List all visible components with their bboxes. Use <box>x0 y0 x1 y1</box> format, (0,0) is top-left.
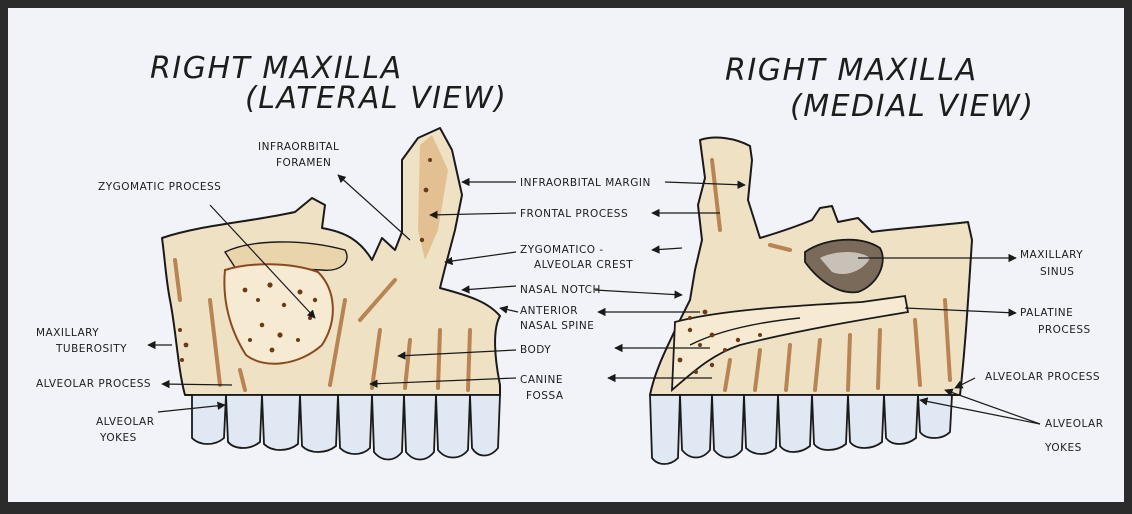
label-maxillary-tuberosity-line1: MAXILLARY <box>36 327 99 339</box>
label-alveolar-process-right: ALVEOLAR PROCESS <box>985 371 1100 383</box>
label-zygomatico-alveolar-line2: ALVEOLAR CREST <box>534 259 633 271</box>
label-canine-fossa-line2: FOSSA <box>526 390 564 402</box>
left-title-line2: (LATERAL VIEW) <box>245 81 507 116</box>
label-anterior-nasal-spine-line2: NASAL SPINE <box>520 320 594 332</box>
label-body: BODY <box>520 344 551 356</box>
label-maxillary-tuberosity-line2: TUBEROSITY <box>55 343 127 355</box>
right-title-line1: RIGHT MAXILLA <box>725 53 978 88</box>
label-anterior-nasal-spine-line1: ANTERIOR <box>520 305 578 317</box>
label-palatine-process-line1: PALATINE <box>1020 307 1073 319</box>
label-maxillary-sinus-line1: MAXILLARY <box>1020 249 1083 261</box>
right-title-line2: (MEDIAL VIEW) <box>790 89 1034 124</box>
label-alveolar-yokes-right-line2: YOKES <box>1044 442 1082 454</box>
label-infraorbital-foramen-line2: FORAMEN <box>276 157 331 169</box>
label-alveolar-yokes-left-line2: YOKES <box>99 432 137 444</box>
label-alveolar-yokes-right-line1: ALVEOLAR <box>1045 418 1104 430</box>
label-alveolar-process-left: ALVEOLAR PROCESS <box>36 378 151 390</box>
label-infraorbital-margin: INFRAORBITAL MARGIN <box>520 177 651 189</box>
label-infraorbital-foramen-line1: INFRAORBITAL <box>258 141 339 153</box>
label-canine-fossa-line1: CANINE <box>520 374 563 386</box>
label-nasal-notch: NASAL NOTCH <box>520 284 601 296</box>
label-alveolar-yokes-left-line1: ALVEOLAR <box>96 416 155 428</box>
label-maxillary-sinus-line2: SINUS <box>1040 266 1074 278</box>
label-frontal-process: FRONTAL PROCESS <box>520 208 628 220</box>
label-zygomatico-alveolar-line1: ZYGOMATICO - <box>520 244 604 256</box>
label-zygomatic-process: ZYGOMATIC PROCESS <box>98 181 221 193</box>
label-palatine-process-line2: PROCESS <box>1038 324 1091 336</box>
